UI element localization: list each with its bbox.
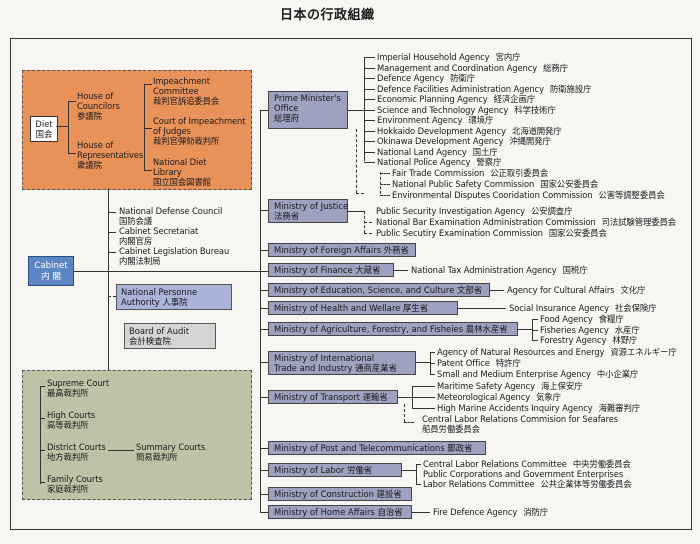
ministry-of-foreign-affairs: Ministry of Foreign Affairs 外務省: [268, 243, 416, 257]
transport-agency-connector: [412, 386, 435, 387]
miti-agency-connector: [430, 374, 435, 375]
agriculture-agency-connector: [532, 340, 538, 341]
ministry-of-health: Ministry of Health and Wellare 厚生省: [268, 301, 458, 315]
diet-label-jp: 国会: [35, 129, 53, 139]
pm-agency-connector: [364, 57, 375, 58]
public-corporations-enterprises: Public Corporations and Government Enter…: [423, 469, 624, 479]
agriculture-agency-connector: [532, 319, 538, 320]
pm-commission-connector: [380, 184, 390, 185]
ministry-of-construction: Ministry of Construction 建設省: [268, 487, 412, 501]
transport-agency-connector: [412, 408, 435, 409]
main-spine: [108, 188, 109, 378]
pm-agency-connector: [364, 99, 375, 100]
pm-agency-connector: [364, 141, 375, 142]
agriculture-agency-connector: [532, 329, 538, 331]
ministry-of-home-affairs: Ministry of Home Affairs 自治省: [268, 505, 412, 519]
ministry-of-education: Ministry of Education, Science, and Cult…: [268, 283, 490, 297]
pm-commission-connector: [380, 173, 390, 174]
cabinet-label-jp: 内 閣: [41, 272, 61, 282]
pm-commission-2: Environmental Disputes Cooridation Commi…: [392, 190, 665, 200]
transport-agency-connector: [412, 397, 435, 398]
ministry-of-finance: Ministry of Finance 大蔵省: [268, 263, 394, 277]
cabinet-box: Cabinet 内 閣: [28, 256, 74, 286]
pm-agency-connector: [364, 88, 375, 90]
diet-panel: [22, 70, 252, 190]
justice-agency-1: National Bar Examination Administration …: [376, 217, 677, 227]
pm-commission-connector: [380, 195, 390, 196]
pm-agency-3: Defence Facilities Administration Agency…: [377, 83, 592, 94]
pm-agency-connector: [364, 78, 375, 79]
central-labor-relations-commission-seafarers: Central Labor Relations Commision for Se…: [422, 414, 619, 434]
diet-label-en: Diet: [35, 119, 53, 129]
outer-frame: [10, 38, 692, 530]
pm-agency-connector: [364, 151, 375, 153]
pm-agency-connector: [364, 67, 375, 69]
pm-agency-connector: [364, 130, 375, 132]
miti-agency-connector: [430, 352, 435, 353]
cabinet-label-en: Cabinet: [34, 261, 68, 271]
ministry-of-post: Ministry of Post and Telecommunications …: [268, 441, 486, 455]
ministry-of-agriculture: Ministry of Agriculture, Forestry, and F…: [268, 322, 518, 336]
miti-agency-connector: [430, 363, 435, 364]
diet-label-box: Diet 国会: [30, 116, 58, 142]
ministry-of-transport: Ministry of Transport 運輸省: [268, 390, 398, 404]
pm-agency-connector: [364, 120, 375, 121]
pm-agency-connector: [364, 109, 375, 111]
pm-agency-connector: [364, 162, 375, 163]
ministry-of-labor: Ministry of Labor 労働省: [268, 463, 402, 477]
page-title: 日本の行政組織: [280, 8, 375, 23]
courts-panel: [22, 370, 252, 500]
